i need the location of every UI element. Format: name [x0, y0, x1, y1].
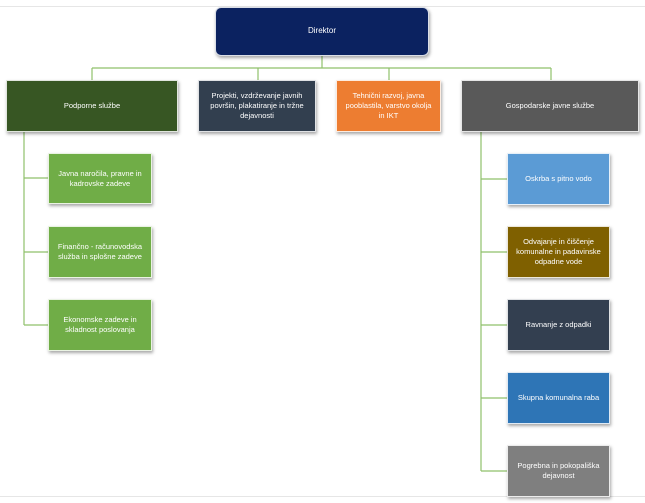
unit-label: Odvajanje in čiščenje komunalne in padav… [516, 237, 601, 266]
unit-label: Javna naročila, pravne in kadrovske zade… [58, 168, 142, 188]
support-unit-box: Finančno - računovodska služba in splošn… [48, 226, 152, 278]
unit-label: Ekonomske zadeve in skladnost poslovanja [63, 315, 137, 334]
bottom-divider [0, 496, 645, 497]
unit-label: Skupna komunalna raba [517, 393, 600, 403]
support-unit-box: Ekonomske zadeve in skladnost poslovanja [48, 299, 152, 351]
public-service-unit-box: Oskrba s pitno vodo [507, 153, 610, 205]
public-service-unit-box: Ravnanje z odpadki [507, 299, 610, 351]
public-service-unit-box: Odvajanje in čiščenje komunalne in padav… [507, 226, 610, 278]
unit-label: Ravnanje z odpadki [525, 320, 592, 330]
director-label: Direktor [307, 26, 336, 36]
unit-label: Oskrba s pitno vodo [525, 174, 592, 184]
department-box-gospodarske-javne-sluzbe: Gospodarske javne službe [461, 80, 639, 132]
department-box-podporne-sluzbe: Podporne službe [6, 80, 178, 132]
support-unit-box: Javna naročila, pravne in kadrovske zade… [48, 153, 152, 204]
top-divider [0, 6, 645, 7]
unit-label: Finančno - računovodska služba in splošn… [57, 242, 143, 261]
department-label: Gospodarske javne službe [505, 101, 595, 111]
department-box-tehnicni-razvoj: Tehnični razvoj, javna pooblastila, vars… [336, 80, 441, 132]
director-box: Direktor [215, 7, 429, 56]
department-label: Projekti, vzdrževanje javnih površin, pl… [210, 91, 304, 120]
department-label: Podporne službe [63, 101, 121, 111]
department-label: Tehnični razvoj, javna pooblastila, vars… [345, 91, 432, 120]
department-box-projekti: Projekti, vzdrževanje javnih površin, pl… [198, 80, 316, 132]
unit-label: Pogrebna in pokopališka dejavnost [517, 461, 600, 480]
public-service-unit-box: Pogrebna in pokopališka dejavnost [507, 445, 610, 497]
public-service-unit-box: Skupna komunalna raba [507, 372, 610, 424]
